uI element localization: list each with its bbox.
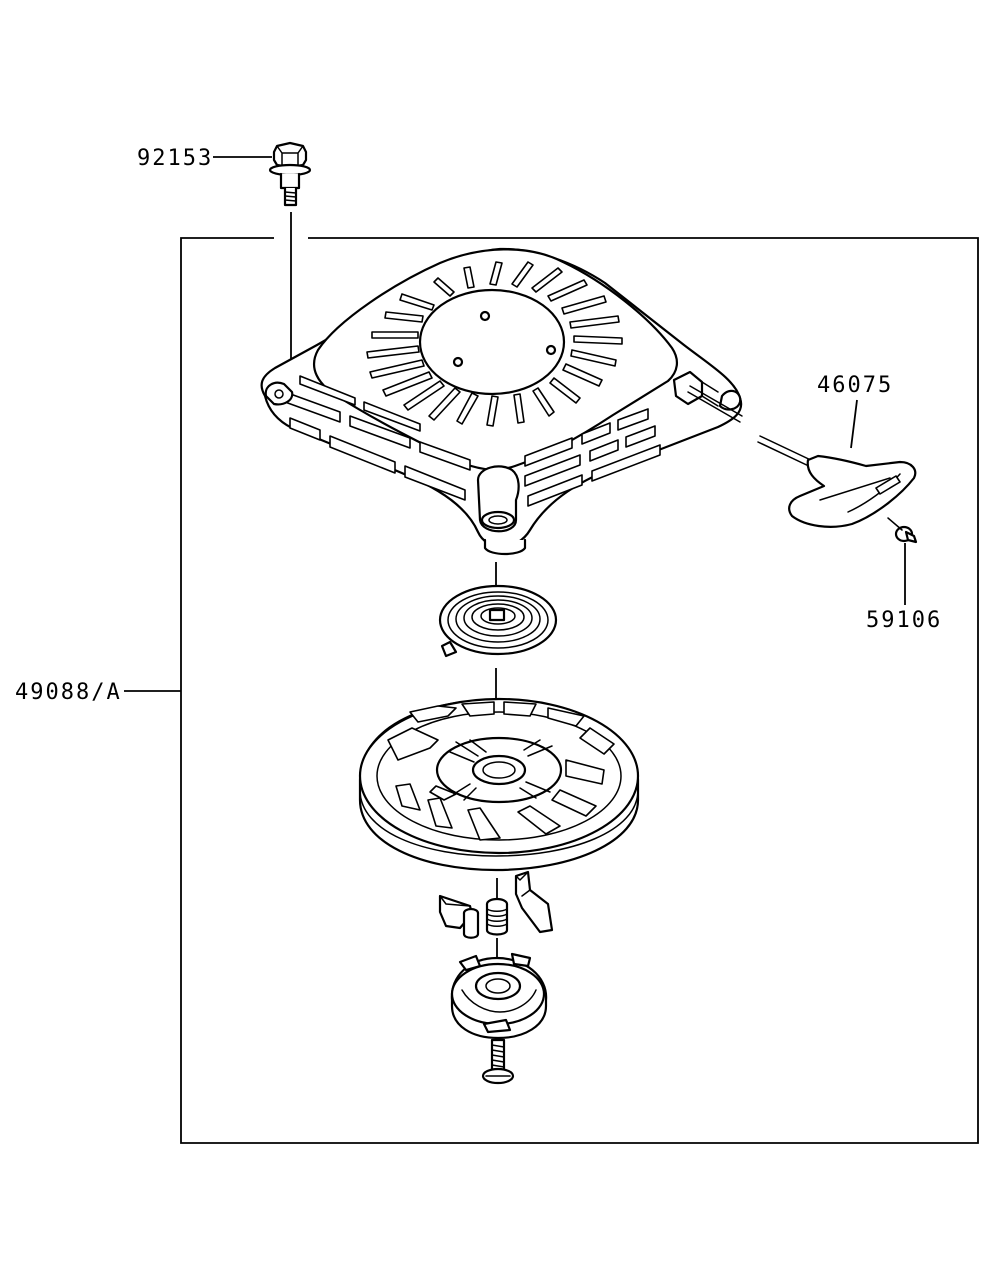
handle-pin-icon[interactable] <box>887 517 918 544</box>
pawl-pin-icon[interactable] <box>462 907 480 939</box>
flange-bolt-icon[interactable] <box>268 141 312 207</box>
ratchet-plate-icon[interactable] <box>450 952 548 1040</box>
part-number-59106: 59106 <box>866 608 942 633</box>
part-number-46075: 46075 <box>817 373 893 398</box>
compression-spring-icon[interactable] <box>485 897 509 936</box>
cover-side-louvres-left <box>284 375 471 501</box>
recoil-spring-icon[interactable] <box>438 584 558 658</box>
center-screw-icon[interactable] <box>481 1038 515 1085</box>
part-number-92153: 92153 <box>137 146 213 171</box>
callout-46075[interactable]: 46075 <box>817 373 893 449</box>
cover-side-louvres-right <box>524 408 661 507</box>
assembly-frame <box>180 237 979 1144</box>
cover-vent-slots <box>366 261 623 427</box>
callout-59106[interactable]: 59106 <box>866 543 942 633</box>
callout-49088-A[interactable]: 49088/A <box>15 680 181 705</box>
starter-cover[interactable] <box>260 247 743 556</box>
part-number-49088-A: 49088/A <box>15 680 122 705</box>
ratchet-pawl-right-icon[interactable] <box>514 870 554 934</box>
starter-reel-icon[interactable] <box>358 697 640 872</box>
callout-92153[interactable]: 92153 <box>137 146 272 171</box>
t-handle-icon[interactable] <box>757 435 917 528</box>
starter-rope <box>687 385 743 423</box>
